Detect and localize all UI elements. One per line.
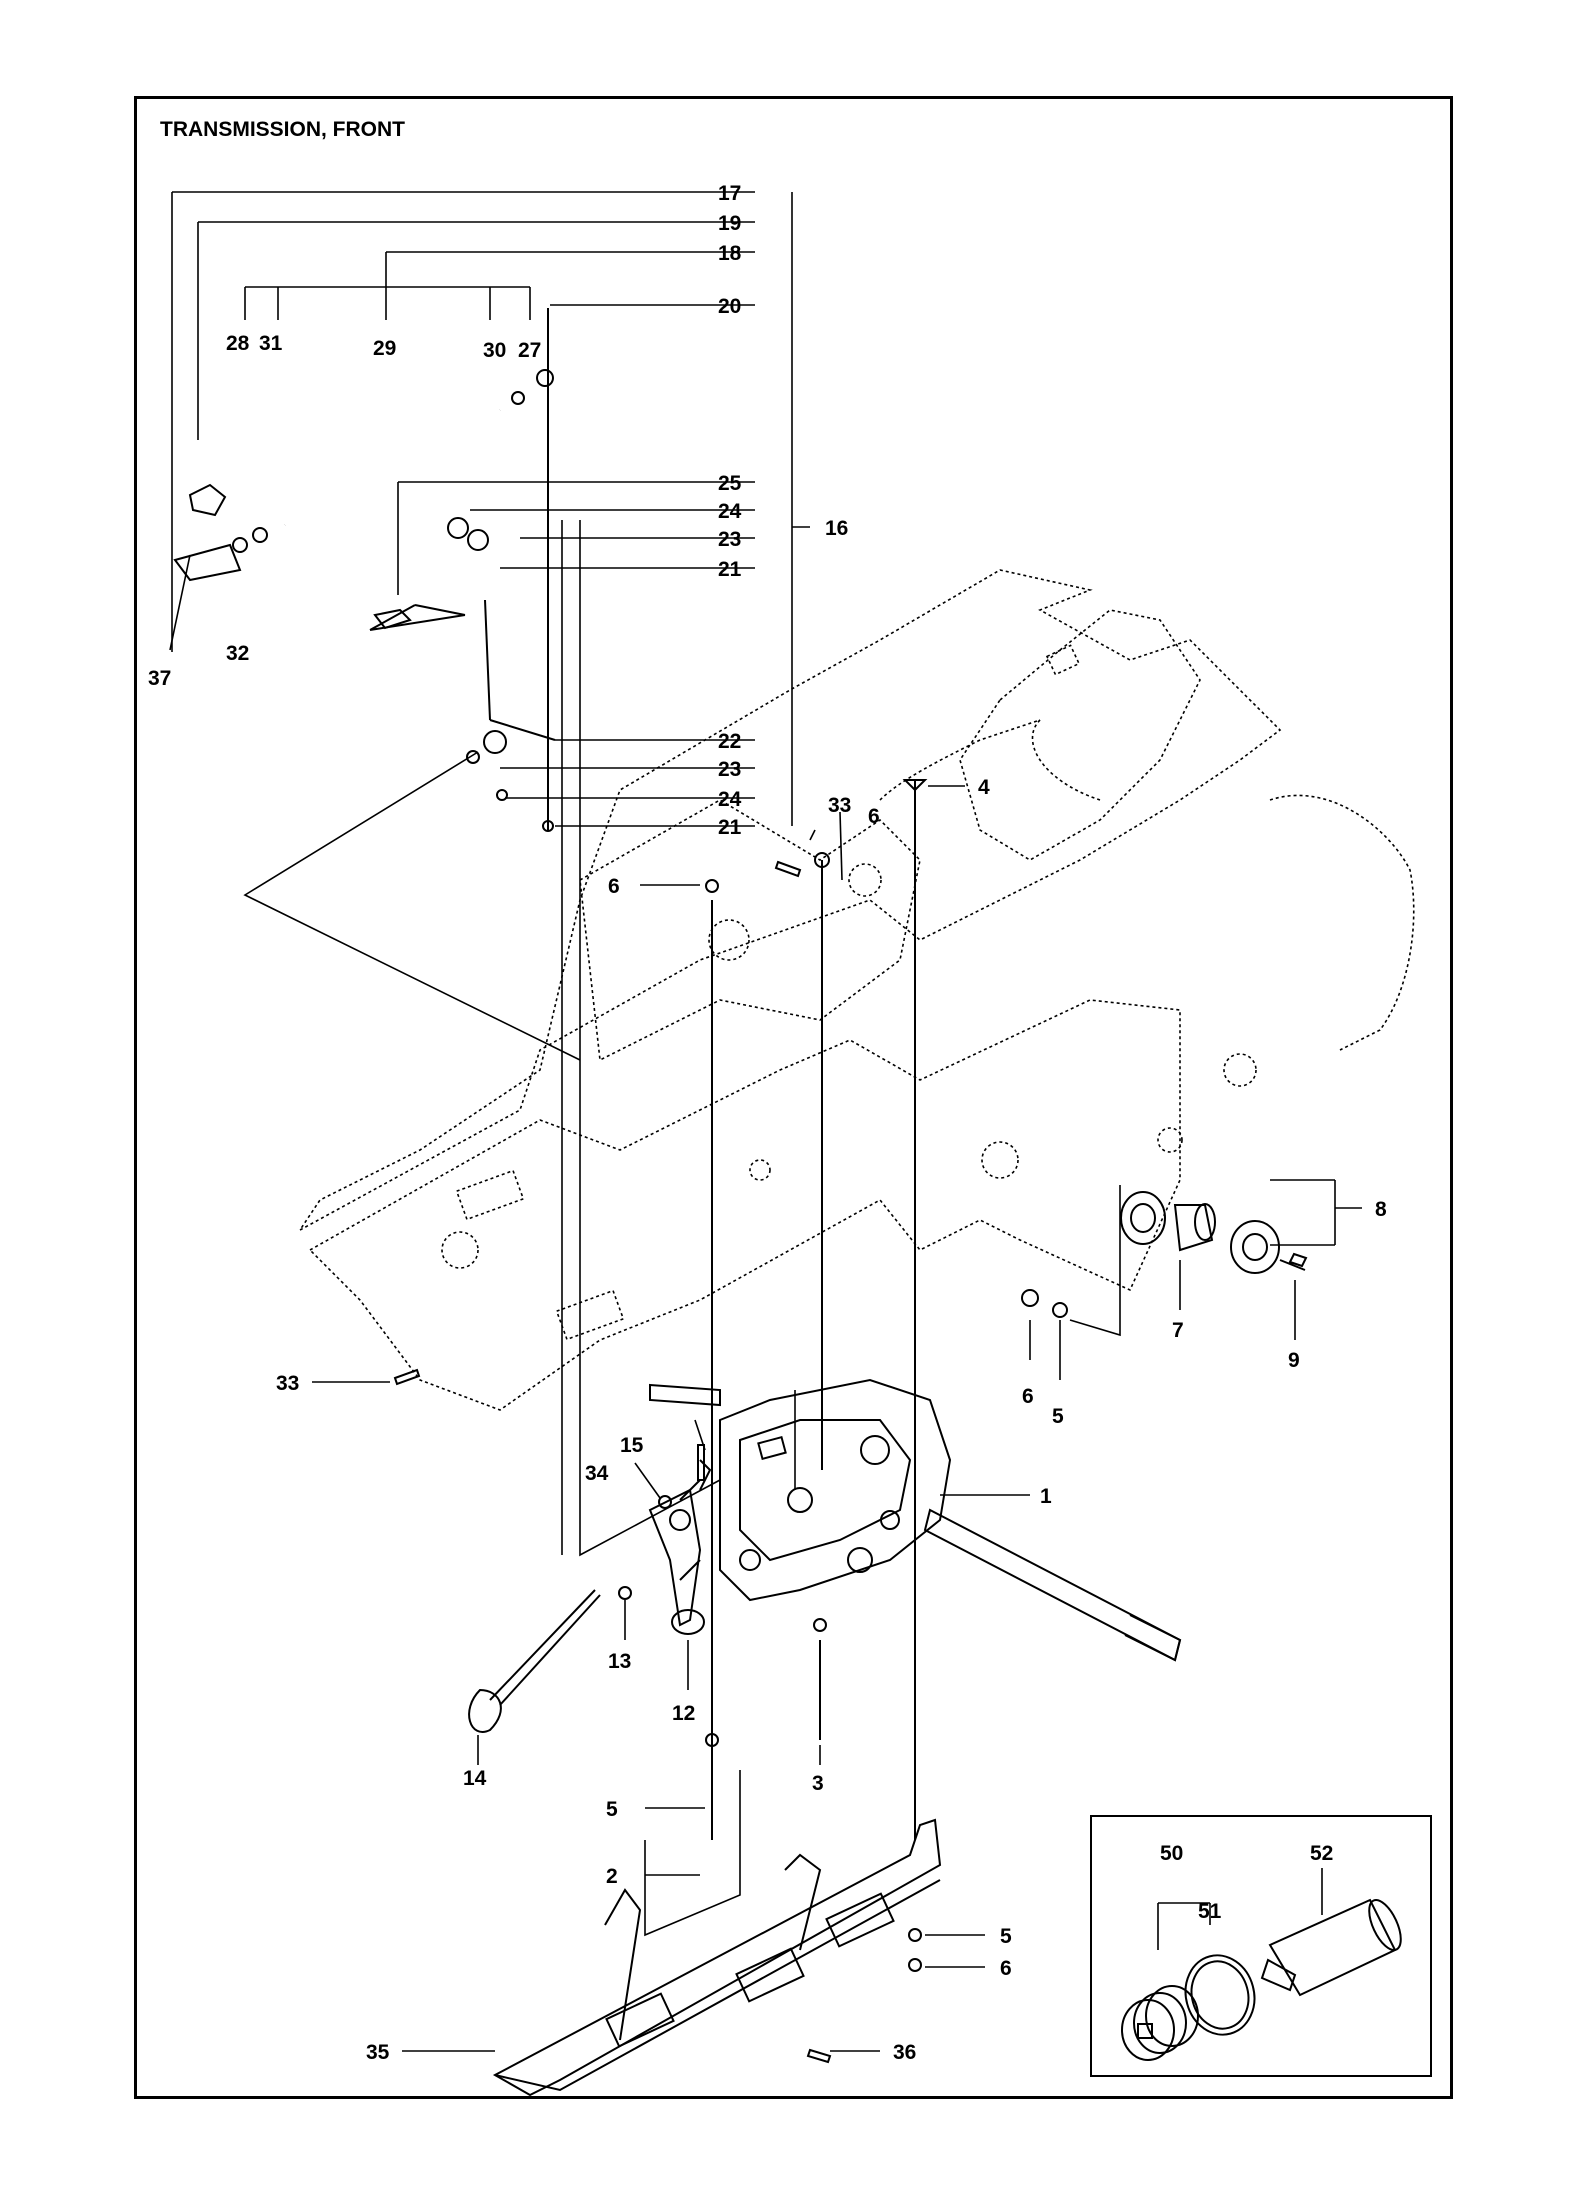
callout-19: 19 <box>718 212 741 235</box>
callout-37: 37 <box>148 667 171 690</box>
callout-22: 22 <box>718 730 741 753</box>
callout-34: 34 <box>585 1462 609 1485</box>
callout-6-c: 6 <box>1022 1385 1034 1408</box>
callout-24-b: 24 <box>718 788 742 811</box>
callout-labels: 1 2 3 4 5 5 5 6 6 6 6 7 8 9 12 13 14 15 … <box>148 182 1387 2064</box>
callout-20: 20 <box>718 295 741 318</box>
callout-8: 8 <box>1375 1198 1387 1221</box>
callout-28: 28 <box>226 332 250 355</box>
callout-24-a: 24 <box>718 500 742 523</box>
callout-35: 35 <box>366 2041 390 2064</box>
callout-1: 1 <box>1040 1485 1052 1508</box>
assembly-leaders <box>243 520 796 1557</box>
callout-21-a: 21 <box>718 558 742 581</box>
callout-2: 2 <box>606 1865 618 1888</box>
detail-inset-box <box>1090 1815 1432 2077</box>
diagram-title: TRANSMISSION, FRONT <box>160 118 405 141</box>
callout-29: 29 <box>373 337 396 360</box>
callout-32: 32 <box>226 642 249 665</box>
inset-parts <box>1121 1868 1402 2061</box>
callout-7: 7 <box>1172 1319 1184 1342</box>
callout-23-a: 23 <box>718 528 741 551</box>
callout-21-b: 21 <box>718 816 742 839</box>
callout-17: 17 <box>718 182 741 205</box>
callout-leaders <box>169 554 1362 2052</box>
callout-31: 31 <box>259 332 283 355</box>
part-8-kit <box>1021 1185 1308 1337</box>
callout-12: 12 <box>672 1702 695 1725</box>
callout-52: 52 <box>1310 1842 1333 1865</box>
callout-6-a: 6 <box>608 875 620 898</box>
callout-51: 51 <box>1198 1900 1222 1923</box>
frame-chassis <box>299 569 1415 1411</box>
callout-14: 14 <box>463 1767 487 1790</box>
diagram-frame <box>134 96 1453 2099</box>
callout-18: 18 <box>718 242 742 265</box>
callout-13: 13 <box>608 1650 631 1673</box>
linkage-parts <box>173 308 556 832</box>
fasteners <box>393 779 928 2064</box>
callout-9: 9 <box>1288 1349 1300 1372</box>
callout-25: 25 <box>718 472 742 495</box>
callout-6-d: 6 <box>1000 1957 1012 1980</box>
callout-5-a: 5 <box>1052 1405 1064 1428</box>
callout-4: 4 <box>978 776 990 799</box>
callout-16: 16 <box>825 517 848 540</box>
linkage-leader-tree <box>171 191 810 827</box>
callout-36: 36 <box>893 2041 916 2064</box>
lever-parts <box>468 1444 712 1733</box>
callout-33-a: 33 <box>828 794 851 817</box>
callout-5-b: 5 <box>606 1798 618 1821</box>
callout-15: 15 <box>620 1434 644 1457</box>
callout-3: 3 <box>812 1772 824 1795</box>
skid-plate <box>492 1770 942 2097</box>
callout-27: 27 <box>518 339 541 362</box>
callout-50: 50 <box>1160 1842 1183 1865</box>
callout-6-b: 6 <box>868 805 880 828</box>
callout-23-b: 23 <box>718 758 741 781</box>
callout-30: 30 <box>483 339 506 362</box>
callout-33-b: 33 <box>276 1372 299 1395</box>
callout-5-c: 5 <box>1000 1925 1012 1948</box>
